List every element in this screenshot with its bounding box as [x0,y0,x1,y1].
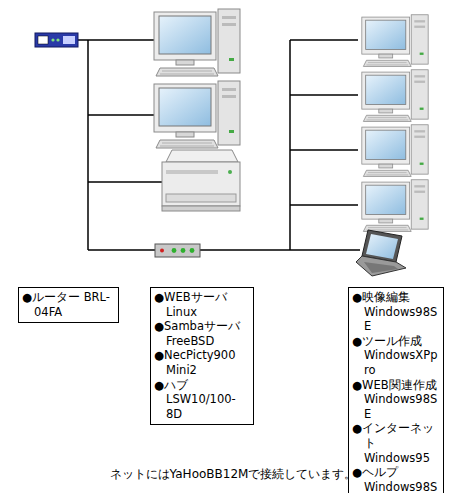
spec-item: ●映像編集 Windows98SE [352,290,440,334]
spec-item: ●ルーター BRL-04FA [22,290,115,319]
spec-item: ●WEBサーバ Linux [154,290,250,319]
pc-icon [362,180,428,232]
router-icon [35,33,78,47]
hub-icon [155,244,200,257]
pc-icon [362,125,428,177]
spec-item: ●ヘルプ Windows98SE [352,465,440,493]
spec-item: ●WEB関連作成 Windows98SE [352,378,440,422]
printer-icon [162,150,240,211]
info-box: ●WEBサーバ Linux●Sambaサーバ FreeBSD●NecPicty9… [150,287,254,425]
pc-icon [154,9,240,76]
info-box: ●映像編集 Windows98SE●ツール作成 WindowsXPpro●WEB… [348,287,444,493]
pc-icon [362,15,428,67]
spec-item: ●ハブ LSW10/100-8D [154,378,250,422]
info-box: ●ルーター BRL-04FA [18,287,119,323]
pc-icon [362,70,428,122]
spec-item: ●NecPicty900 Mini2 [154,348,250,377]
caption-text: ネットにはYaHooBB12Mで接続しています。 [0,466,466,482]
spec-item: ●インターネット Windows95 [352,421,440,465]
laptop-icon [356,230,406,276]
pc-icon [154,81,240,148]
spec-item: ●Sambaサーバ FreeBSD [154,319,250,348]
spec-item: ●ツール作成 WindowsXPpro [352,334,440,378]
